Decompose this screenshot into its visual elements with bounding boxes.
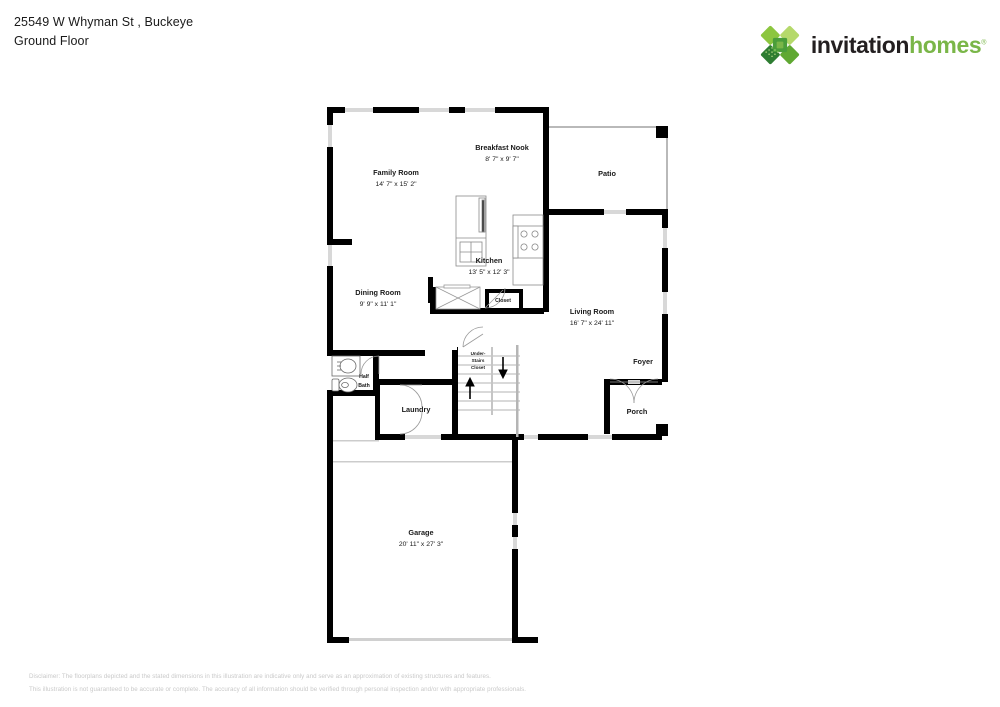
svg-text:Family Room: Family Room [373,168,419,177]
bathroom-sink-icon [331,355,361,377]
svg-text:Patio: Patio [598,169,616,178]
arrow-down-icon [498,357,508,380]
svg-text:Closet: Closet [471,365,486,370]
disclaimer-line-2: This illustration is not guaranteed to b… [29,685,527,693]
brand-trademark: ® [981,38,986,46]
svg-text:8' 7" x 9' 7": 8' 7" x 9' 7" [485,156,519,163]
wall-structure [327,107,668,643]
diamond-cluster-icon [760,25,799,65]
svg-text:Half: Half [359,374,369,380]
toilet-icon [331,377,358,393]
room-label-kitchen: Kitchen 13' 5" x 12' 3" [468,256,510,276]
svg-text:9' 9" x 11' 1": 9' 9" x 11' 1" [360,301,397,308]
brand-word-homes: homes [909,31,982,58]
svg-text:Dining Room: Dining Room [355,288,401,297]
disclaimer-block: Disclaimer: The floorplans depicted and … [29,671,729,696]
staircase-icon [458,345,520,437]
room-label-breakfast-nook: Breakfast Nook 8' 7" x 9' 7" [475,143,529,163]
svg-text:13' 5" x 12' 3": 13' 5" x 12' 3" [468,269,510,276]
pantry-cabinet-icon [435,284,481,310]
brand-word-invitation: invitation [810,31,910,58]
svg-text:14' 7" x 15' 2": 14' 7" x 15' 2" [375,181,417,188]
room-label-foyer: Foyer [633,357,653,366]
svg-text:20' 11" x 27' 3": 20' 11" x 27' 3" [399,541,444,548]
room-label-closet: Closet [495,298,511,304]
room-label-dining-room: Dining Room 9' 9" x 11' 1" [355,288,401,308]
svg-text:Garage: Garage [408,528,433,537]
disclaimer-line-1: Disclaimer: The floorplans depicted and … [29,673,491,680]
arrow-up-icon [465,376,475,399]
room-label-living-room: Living Room 16' 7" x 24' 11" [570,307,615,327]
room-label-half-bath: Half Bath [358,374,370,389]
room-label-porch: Porch [627,407,648,416]
kitchen-island-sink-icon [455,195,487,267]
room-label-family-room: Family Room 14' 7" x 15' 2" [373,168,419,188]
svg-text:Closet: Closet [495,298,511,304]
page-header: 25549 W Whyman St , Buckeye Ground Floor [14,13,514,52]
svg-text:Under-: Under- [471,351,486,356]
svg-text:Bath: Bath [358,383,370,389]
room-label-patio: Patio [598,169,616,178]
brand-logo: invitationhomes® [759,24,986,66]
svg-text:16' 7" x 24' 11": 16' 7" x 24' 11" [570,320,615,327]
svg-text:Living Room: Living Room [570,307,615,316]
room-label-laundry: Laundry [402,405,432,414]
svg-text:Laundry: Laundry [402,405,432,414]
door-swing-arcs [360,287,659,435]
property-address: 25549 W Whyman St , Buckeye [14,15,194,29]
patio-outline [546,126,668,212]
svg-text:Breakfast Nook: Breakfast Nook [475,143,529,152]
brand-wordmark: invitationhomes® [810,31,987,59]
svg-text:Kitchen: Kitchen [476,256,503,265]
floor-label: Ground Floor [14,34,89,49]
svg-text:Stairs: Stairs [472,358,485,363]
svg-text:Porch: Porch [627,407,648,416]
stove-burners-icon [512,214,544,286]
room-label-garage: Garage 20' 11" x 27' 3" [399,528,444,548]
room-label-understairs-closet: Under- Stairs Closet [471,351,486,370]
svg-text:Foyer: Foyer [633,357,653,366]
